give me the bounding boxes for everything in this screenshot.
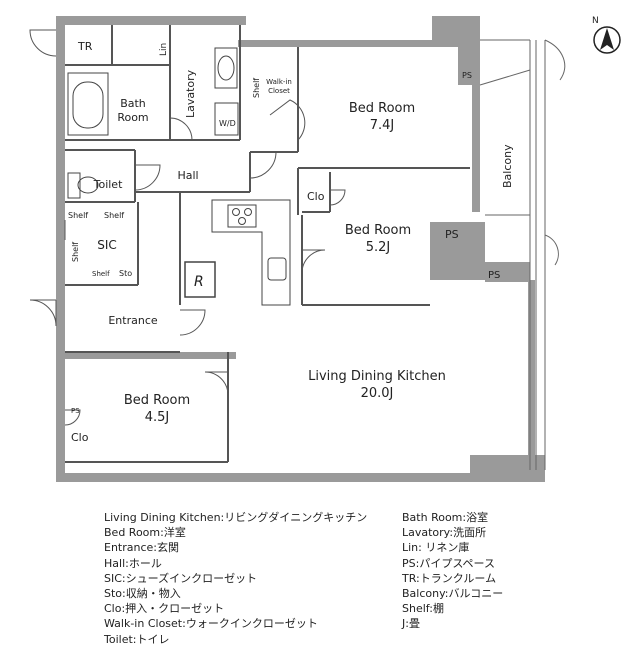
- lin-label: Lin: [159, 43, 169, 56]
- legend-item: Entrance:玄関: [104, 541, 179, 555]
- bed1-name: Bed Room: [349, 101, 415, 116]
- bed2-name: Bed Room: [345, 223, 411, 238]
- legend-item: Living Dining Kitchen:リビングダイニングキッチン: [104, 511, 368, 524]
- legend-item: Balcony:バルコニー: [402, 587, 504, 601]
- kitchen-counter: [184, 199, 291, 306]
- bed2-size: 5.2J: [366, 240, 391, 255]
- legend-item: SIC:シューズインクローゼット: [104, 571, 258, 585]
- washer: [214, 102, 239, 136]
- balcony-label: Balcony: [501, 144, 514, 188]
- compass-north-label: N: [592, 16, 599, 26]
- bathtub: [67, 72, 109, 136]
- legend-item: Toilet:トイレ: [104, 632, 170, 646]
- sic-label: SIC: [97, 238, 117, 252]
- wd-label: W/D: [219, 119, 236, 128]
- fridge-label: R: [194, 274, 204, 290]
- toilet-fixture: [67, 172, 99, 199]
- outer-walls: [56, 16, 545, 482]
- sink: [214, 47, 238, 89]
- bath-name-line1: Bath: [120, 97, 146, 110]
- doors: [29, 29, 346, 426]
- tr-label: TR: [77, 40, 93, 53]
- ps-label-mid: PS: [445, 228, 459, 241]
- walkin-line2: Closet: [268, 87, 290, 95]
- hall-label: Hall: [177, 169, 198, 182]
- clo-bed3-label: Clo: [71, 431, 89, 444]
- legend-item: Bed Room:洋室: [104, 526, 186, 540]
- legend-item: Walk-in Closet:ウォークインクローゼット: [104, 617, 318, 631]
- walkin-line1: Walk-in: [266, 78, 292, 86]
- balcony-railing: [479, 39, 566, 470]
- legend-item: Lin: リネン庫: [402, 541, 470, 555]
- legend-left: Living Dining Kitchen:リビングダイニングキッチン Bed …: [104, 510, 367, 647]
- clo-bed2-label: Clo: [307, 190, 325, 203]
- bed3-name: Bed Room: [124, 393, 190, 408]
- legend-item: Lavatory:洗面所: [402, 526, 487, 540]
- legend-item: Shelf:棚: [402, 602, 444, 616]
- shelf-sic-2: Shelf: [104, 211, 124, 220]
- legend-right: Bath Room:浴室 Lavatory:洗面所 Lin: リネン庫 PS:パ…: [402, 510, 503, 632]
- shelf-sic-4: Shelf: [92, 270, 110, 278]
- ldk-size: 20.0J: [361, 386, 394, 401]
- ps-label-right: PS: [488, 270, 500, 281]
- ps-label-bed3: PS: [71, 407, 80, 415]
- toilet-label: Toilet: [93, 178, 123, 191]
- legend-item: Hall:ホール: [104, 556, 162, 570]
- legend-item: PS:パイプスペース: [402, 556, 496, 570]
- ps-label-top: PS: [462, 71, 472, 80]
- shelf-walkin-label: Shelf: [252, 78, 261, 98]
- legend-item: Clo:押入・クローゼット: [104, 602, 225, 616]
- legend-item: J:畳: [402, 617, 420, 631]
- compass-icon: N: [592, 16, 621, 54]
- bath-name-line2: Room: [117, 111, 148, 124]
- shelf-sic-1: Shelf: [68, 211, 88, 220]
- lavatory-label: Lavatory: [184, 69, 197, 118]
- shelf-sic-3: Shelf: [71, 242, 80, 262]
- legend-item: Bath Room:浴室: [402, 511, 489, 524]
- ldk-name: Living Dining Kitchen: [308, 369, 446, 384]
- legend-item: Sto:収納・物入: [104, 587, 181, 601]
- bed1-size: 7.4J: [370, 118, 395, 133]
- bed3-size: 4.5J: [145, 410, 170, 425]
- sto-label: Sto: [119, 269, 132, 278]
- entrance-label: Entrance: [108, 314, 158, 327]
- interior-walls: [65, 25, 470, 463]
- legend-item: TR:トランクルーム: [402, 571, 497, 585]
